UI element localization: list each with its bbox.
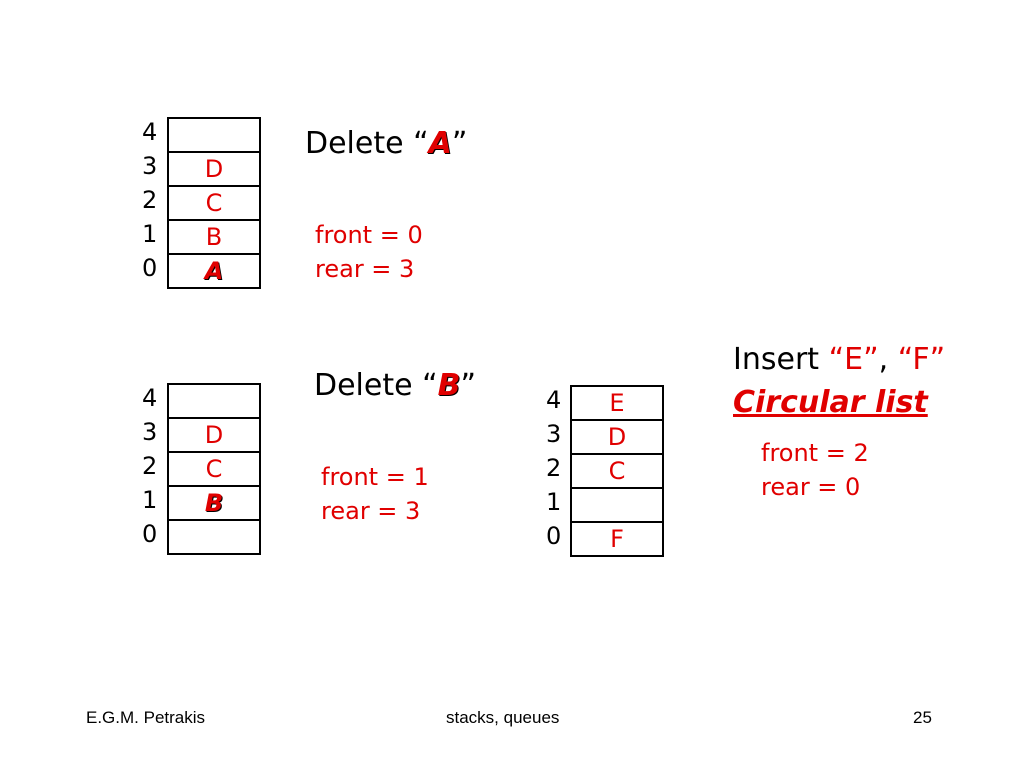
rear-value: rear = 3 [321,497,421,525]
index-label: 0 [142,520,158,548]
index-label: 2 [142,186,158,214]
heading-value-e: “E” [828,342,879,377]
index-label: 4 [142,384,158,412]
rear-value: rear = 3 [315,255,415,283]
heading-prefix: Delete “ [314,368,438,403]
index-label: 0 [142,254,158,282]
front-value: front = 0 [315,221,423,249]
array-cell-front: B [169,485,259,519]
queue-array: D C B [167,383,261,555]
index-label: 2 [546,454,562,482]
queue-array: D C B A [167,117,261,289]
array-cell: D [169,417,259,451]
operation-heading: Delete “B” [314,369,476,403]
front-value: front = 1 [321,463,429,491]
heading-prefix: Delete “ [305,126,429,161]
queue-array: E D C F [570,385,664,557]
index-label: 3 [546,420,562,448]
heading-prefix: Insert [733,342,829,377]
array-cell: E [609,389,625,417]
index-label: 0 [546,522,562,550]
array-cell [169,119,259,151]
index-label: 1 [142,220,158,248]
array-cell: C [572,453,662,487]
footer-author: E.G.M. Petrakis [86,708,206,727]
array-cell: C [169,185,259,219]
index-label: 2 [142,452,158,480]
array-cell: D [169,151,259,185]
array-cell [169,385,259,417]
array-cell: B [169,219,259,253]
heading-comma: , [878,342,898,377]
array-cell: C [169,451,259,485]
array-cell-front: A [169,253,259,287]
footer-topic: stacks, queues [446,708,560,727]
footer-page-number: 25 [913,708,932,727]
operation-heading: Delete “A” [305,127,467,161]
index-label: 1 [546,488,562,516]
array-cell: D [572,419,662,453]
index-label: 3 [142,152,158,180]
front-value: front = 2 [761,439,869,467]
index-label: 3 [142,418,158,446]
index-label: 1 [142,486,158,514]
rear-value: rear = 0 [761,473,861,501]
circular-list-label: Circular list [733,385,928,420]
operation-heading: Insert “E”, “F” [733,343,945,377]
heading-value: B [437,368,461,403]
heading-suffix: ” [451,126,468,161]
array-cell [572,487,662,521]
heading-suffix: ” [460,368,477,403]
index-label: 4 [546,386,562,414]
heading-value: A [428,126,452,161]
array-cell: F [572,521,662,555]
heading-value-f: “F” [897,342,946,377]
array-cell [169,519,259,553]
index-label: 4 [142,118,158,146]
